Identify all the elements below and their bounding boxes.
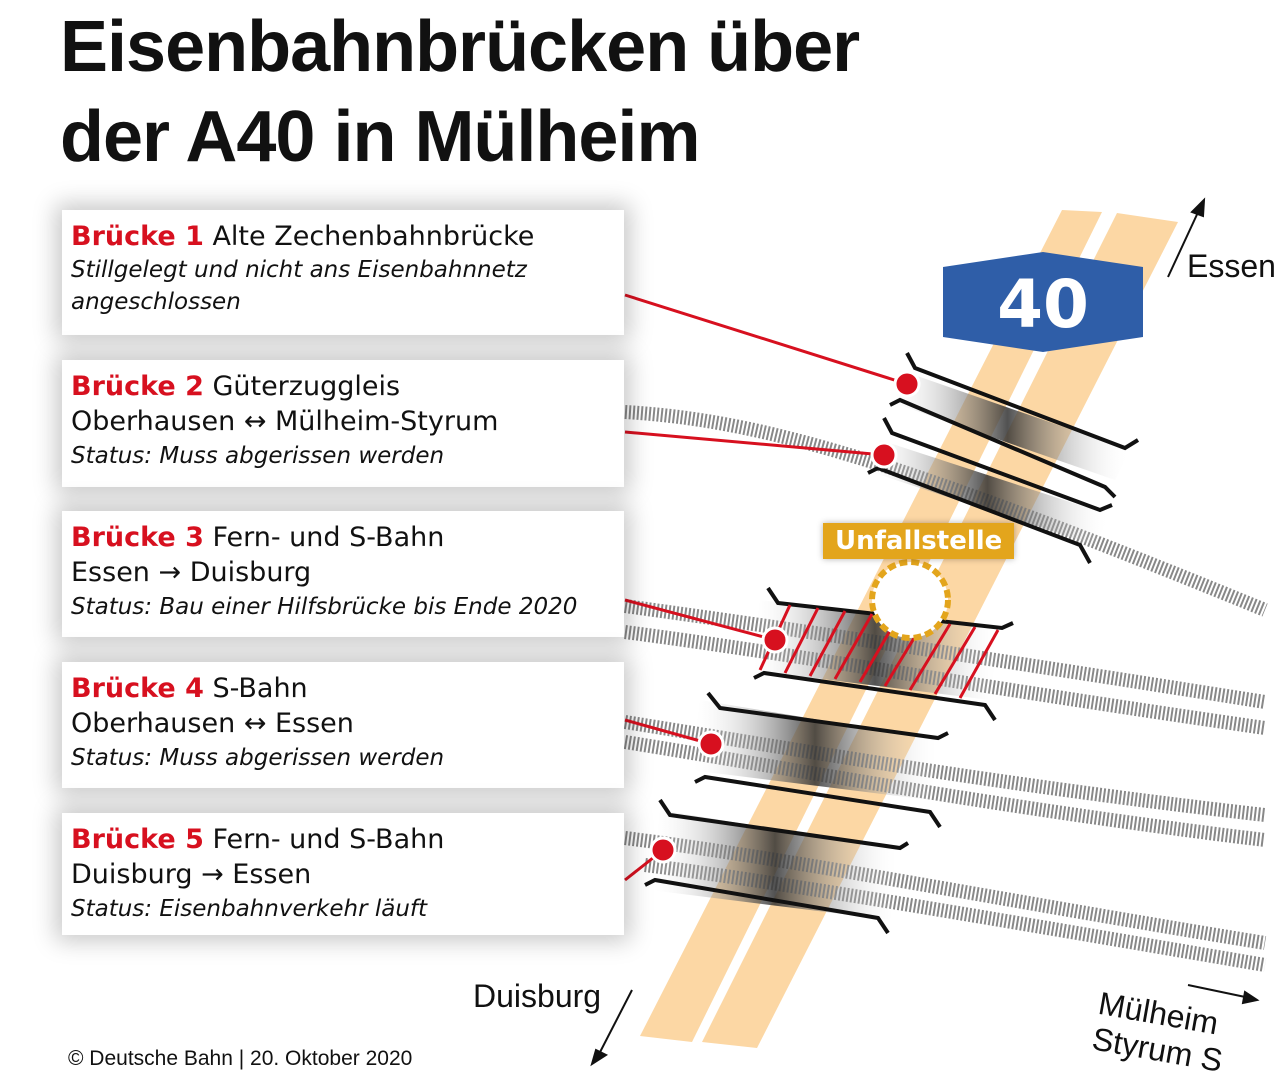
copyright: © Deutsche Bahn | 20. Oktober 2020	[68, 1047, 413, 1070]
bridge-card-4: Brücke 4 S-Bahn Oberhausen ↔ Essen Statu…	[62, 662, 624, 788]
bridge-card-3: Brücke 3 Fern- und S-Bahn Essen → Duisbu…	[62, 511, 624, 637]
bridge-card-2: Brücke 2 Güterzuggleis Oberhausen ↔ Mülh…	[62, 360, 624, 487]
a40-highway-sign: 40	[943, 252, 1143, 352]
direction-duisburg: Duisburg	[473, 978, 602, 1014]
callout-dots	[649, 370, 921, 864]
accident-marker-icon	[869, 559, 951, 641]
bridge-decks	[650, 370, 1130, 920]
bridge-outlines	[644, 352, 1140, 935]
direction-arrows	[590, 197, 1260, 1067]
direction-essen: Essen	[1187, 248, 1276, 284]
accident-label: Unfallstelle	[823, 523, 1015, 559]
bridge-card-1: Brücke 1 Alte Zechenbahnbrücke Stillgele…	[62, 210, 624, 335]
bridge-card-5: Brücke 5 Fern- und S-Bahn Duisburg → Ess…	[62, 813, 624, 935]
